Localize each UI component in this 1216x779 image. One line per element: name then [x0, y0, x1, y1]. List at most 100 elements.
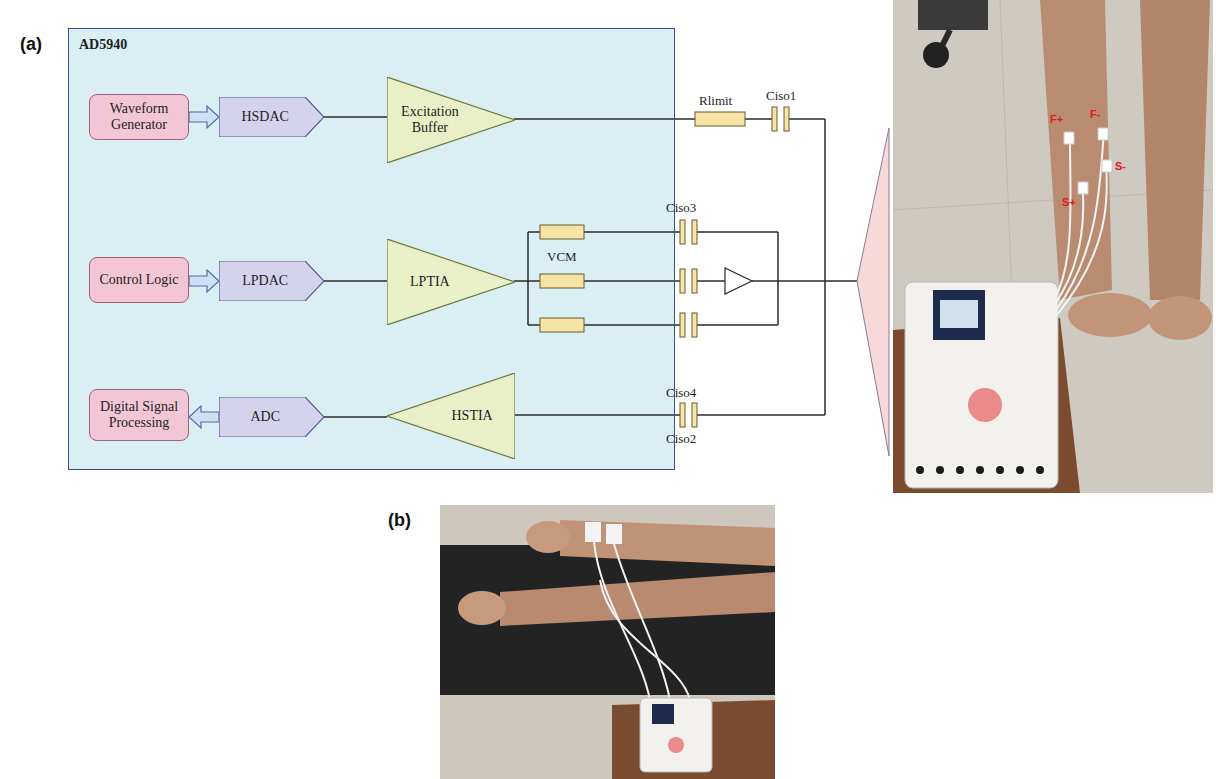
circle-shape	[976, 466, 984, 474]
electrode-connector	[857, 128, 889, 456]
block-label: LPDAC	[242, 273, 288, 289]
line-shape	[514, 280, 528, 282]
circle-shape	[996, 466, 1004, 474]
ellipse-shape	[458, 591, 506, 625]
amplifier-triangle: Excitation Buffer	[387, 77, 515, 163]
electrode-label: S-	[1115, 160, 1126, 172]
rect-shape	[440, 505, 775, 779]
circle-shape	[1016, 466, 1024, 474]
line-shape	[778, 280, 825, 282]
line-shape	[514, 118, 695, 120]
component-label: Ciso2	[666, 431, 696, 447]
text-area: HSDAC	[219, 97, 324, 137]
path-shape	[614, 544, 670, 700]
block-label: ADC	[250, 409, 280, 425]
rect-shape	[652, 704, 674, 724]
logic-box: Control Logic	[89, 257, 189, 303]
amplifier-triangle-outline	[387, 77, 515, 163]
buffer-symbol	[725, 268, 752, 294]
chip-block: AD5940Waveform Generator HSDAC Excitation …	[68, 28, 675, 470]
circle-shape	[668, 737, 684, 753]
photo-b	[440, 505, 775, 779]
block-arrow	[189, 406, 219, 428]
rect-shape	[1064, 132, 1074, 144]
line-shape	[697, 280, 725, 282]
path-shape	[1055, 182, 1083, 304]
line-shape	[697, 414, 825, 416]
rect-shape	[933, 290, 985, 340]
line-shape	[514, 414, 680, 416]
wiring	[514, 119, 857, 415]
electrode-label: F-	[1090, 108, 1100, 120]
electrode-label: S+	[1062, 196, 1076, 208]
ellipse-shape	[1148, 296, 1212, 340]
rect-shape	[680, 313, 685, 337]
rect-shape	[640, 698, 712, 772]
block-arrow	[189, 270, 219, 292]
rect-shape	[784, 107, 789, 131]
component-label: Ciso1	[766, 88, 796, 104]
block-arrow	[189, 106, 219, 128]
g-shape	[594, 542, 690, 700]
outline-polygon	[387, 373, 515, 459]
converter-box: LPDAC	[219, 261, 324, 301]
line-shape	[825, 280, 857, 282]
block-label: Control Logic	[100, 272, 179, 288]
path-shape	[1056, 160, 1107, 316]
text-area: Waveform Generator	[90, 95, 188, 139]
rect-shape	[1102, 160, 1112, 172]
chip-panel-fill	[68, 28, 675, 470]
rect-shape	[440, 545, 775, 695]
photo-a	[893, 0, 1213, 493]
text-area: HSTIA	[387, 373, 515, 459]
outline-polygon	[387, 239, 515, 325]
block-title: AD5940	[79, 37, 664, 53]
block-label: Excitation Buffer	[393, 104, 466, 136]
line-shape	[527, 232, 529, 325]
amplifier-triangle-outline	[387, 373, 515, 459]
outline-polygon	[219, 397, 324, 437]
circle-shape	[936, 466, 944, 474]
text-area: LPDAC	[219, 261, 324, 301]
component-label: Ciso4	[666, 385, 696, 401]
circle-shape	[916, 466, 924, 474]
polygon-shape	[1040, 0, 1112, 300]
capacitor-symbols	[680, 107, 789, 427]
polygon-shape	[1140, 0, 1210, 300]
rect-shape	[692, 220, 697, 244]
text-area: ADC	[219, 397, 324, 437]
outline-polygon	[387, 77, 515, 163]
block-label: LPTIA	[410, 274, 450, 290]
block-label: HSTIA	[452, 408, 493, 424]
rect-shape	[585, 522, 601, 542]
signal-line	[324, 116, 387, 118]
rect-shape	[692, 313, 697, 337]
electrode-label: F+	[1050, 113, 1063, 125]
path-shape	[600, 580, 690, 700]
circle-shape	[923, 42, 949, 68]
panel-letter: (b)	[388, 510, 411, 531]
line-shape	[528, 280, 540, 282]
rect-shape	[1098, 128, 1108, 140]
resistor-symbols	[540, 112, 745, 332]
converter-box: ADC	[219, 397, 324, 437]
g-shape	[1055, 130, 1107, 316]
text-area: Control Logic	[90, 258, 188, 302]
line-shape	[824, 119, 826, 415]
line-shape	[528, 231, 540, 233]
rect-shape	[918, 0, 988, 30]
converter-box: HSDAC	[219, 97, 324, 137]
block-label: HSDAC	[241, 109, 288, 125]
line-shape	[584, 231, 680, 233]
signal-name: VCM	[547, 249, 577, 265]
rect-shape	[692, 269, 697, 293]
rect-shape	[680, 403, 685, 427]
rect-shape	[772, 107, 777, 131]
line-shape	[789, 118, 825, 120]
circle-shape	[956, 466, 964, 474]
rect-shape	[540, 225, 584, 239]
rect-shape	[606, 524, 622, 544]
rect-shape	[905, 282, 1058, 488]
signal-line	[324, 280, 387, 282]
rect-shape	[940, 300, 978, 328]
